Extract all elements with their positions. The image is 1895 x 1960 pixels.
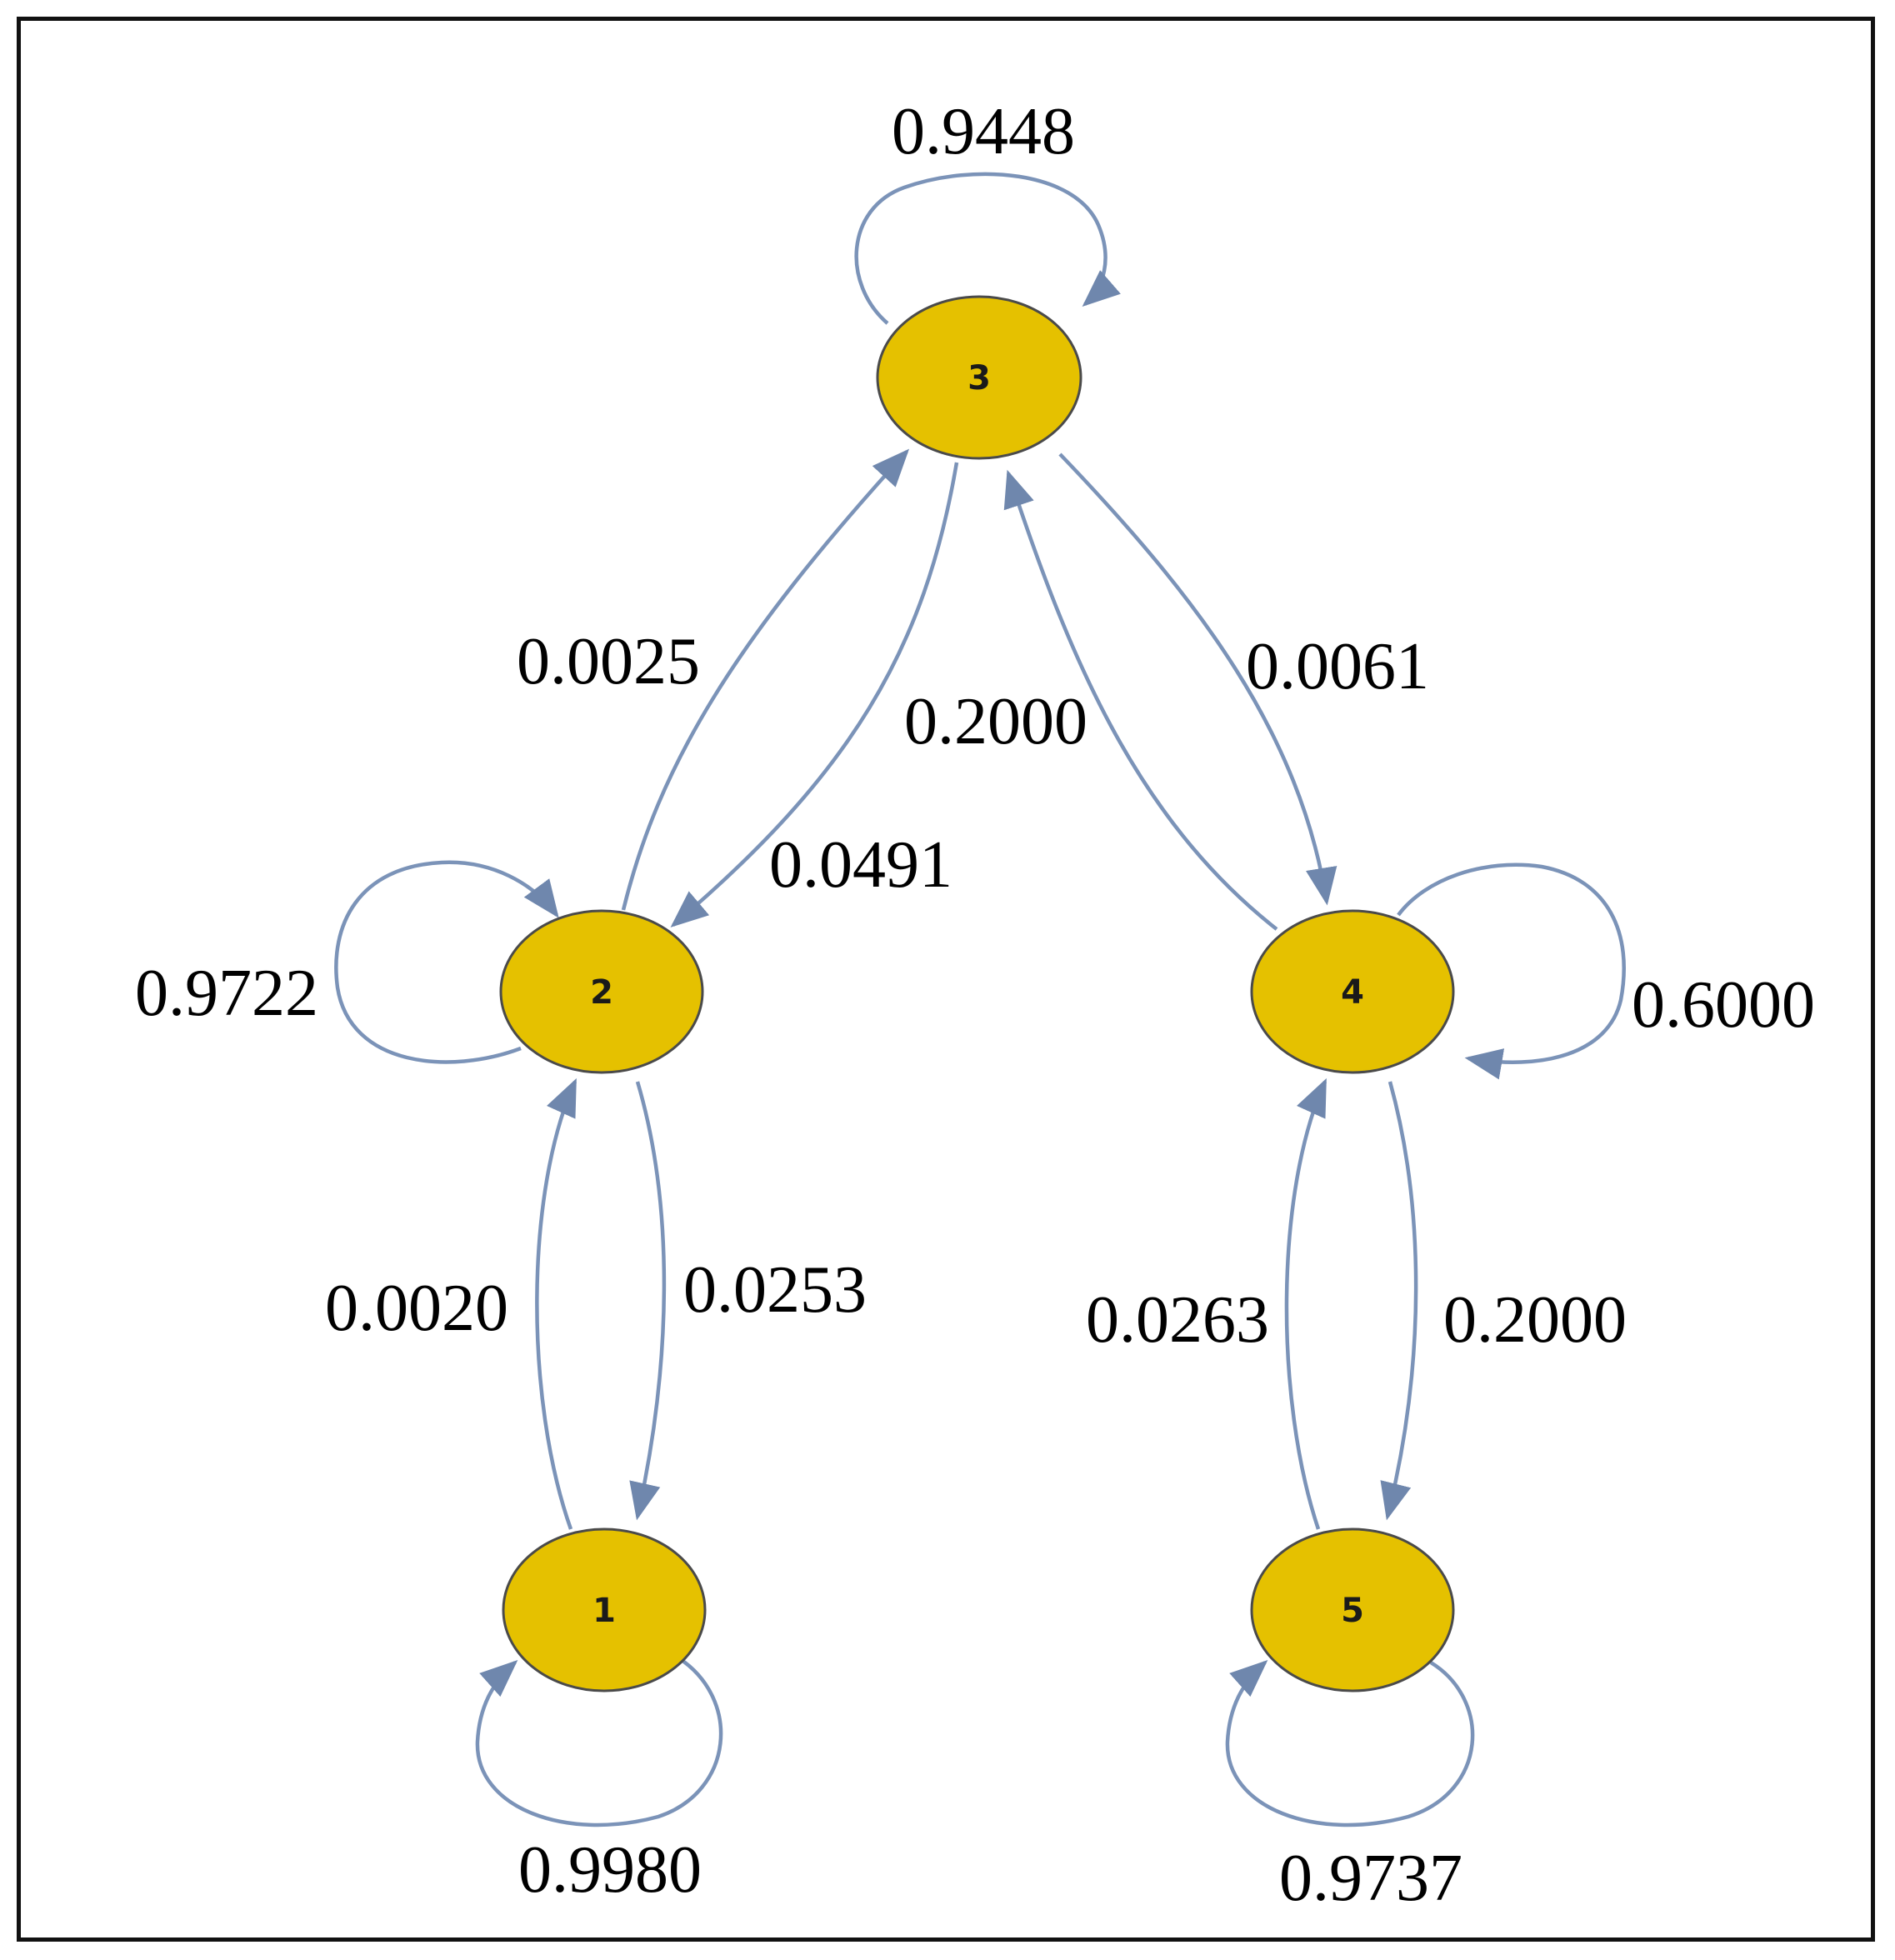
node-3-shape bbox=[876, 295, 1082, 460]
edge-label-5-5: 0.9737 bbox=[1279, 1842, 1462, 1915]
node-1-shape bbox=[502, 1528, 707, 1692]
edge-label-4-5: 0.2000 bbox=[1443, 1283, 1627, 1357]
edge-label-4-3: 0.2000 bbox=[904, 685, 1088, 758]
edge-5-5 bbox=[1225, 1660, 1475, 1828]
edge-label-2-2: 0.9722 bbox=[135, 957, 318, 1030]
edge-label-1-2: 0.0020 bbox=[325, 1272, 508, 1345]
edge-3-4 bbox=[1058, 452, 1338, 906]
edge-4-3 bbox=[1003, 469, 1278, 931]
node-1-label: 1 bbox=[592, 1592, 616, 1630]
edge-3-3 bbox=[854, 172, 1121, 325]
edge-label-3-4: 0.0061 bbox=[1246, 630, 1429, 703]
node-2[interactable]: 2 bbox=[499, 909, 704, 1074]
edge-label-3-3: 0.9448 bbox=[892, 95, 1075, 168]
nodes: 1 2 3 4 5 bbox=[499, 295, 1455, 1692]
edge-label-2-1: 0.0253 bbox=[683, 1253, 867, 1327]
node-5-shape bbox=[1250, 1528, 1455, 1692]
edge-2-1 bbox=[629, 1081, 667, 1521]
edge-1-1 bbox=[475, 1657, 723, 1828]
edge-1-2 bbox=[535, 1078, 578, 1530]
edges bbox=[334, 172, 1626, 1828]
node-5[interactable]: 5 bbox=[1250, 1528, 1455, 1692]
edge-label-4-4: 0.6000 bbox=[1632, 968, 1815, 1042]
node-1[interactable]: 1 bbox=[502, 1528, 707, 1692]
node-3[interactable]: 3 bbox=[876, 295, 1082, 460]
edge-label-3-2: 0.0491 bbox=[769, 828, 952, 902]
edge-label-1-1: 0.9980 bbox=[518, 1833, 702, 1907]
edge-labels: 0.9980 0.0020 0.0253 0.9722 0.0025 0.049… bbox=[135, 95, 1815, 1915]
node-4[interactable]: 4 bbox=[1250, 909, 1455, 1074]
diagram-frame bbox=[17, 17, 1875, 1942]
edge-2-2 bbox=[334, 860, 559, 1064]
edge-label-2-3: 0.0025 bbox=[517, 625, 700, 698]
edge-4-5 bbox=[1380, 1081, 1418, 1521]
edge-2-3 bbox=[621, 448, 910, 911]
node-5-label: 5 bbox=[1341, 1592, 1364, 1630]
edge-3-2 bbox=[670, 462, 959, 928]
node-4-label: 4 bbox=[1341, 973, 1364, 1012]
edge-4-4 bbox=[1397, 862, 1626, 1080]
node-3-label: 3 bbox=[968, 359, 991, 398]
node-2-shape bbox=[499, 909, 704, 1074]
edge-label-5-4: 0.0263 bbox=[1086, 1283, 1269, 1357]
node-2-label: 2 bbox=[590, 973, 613, 1012]
edge-5-4 bbox=[1284, 1078, 1328, 1530]
node-4-shape bbox=[1250, 909, 1455, 1074]
